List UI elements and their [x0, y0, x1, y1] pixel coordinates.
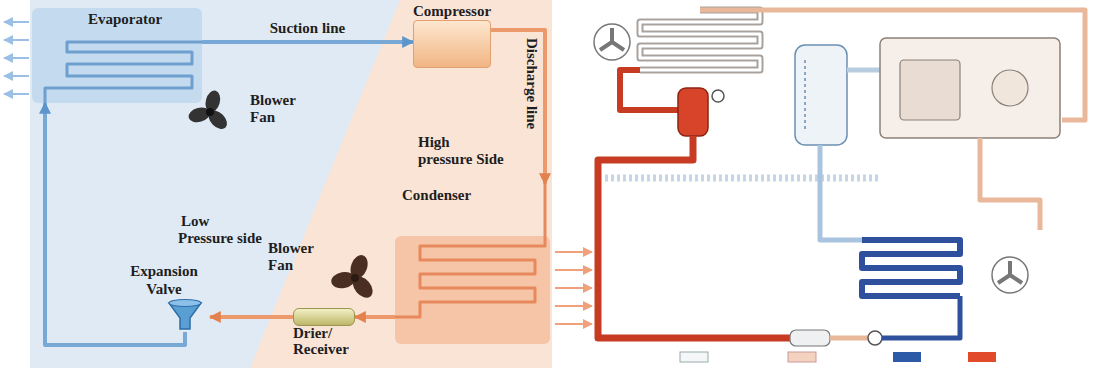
key-swatch	[893, 352, 921, 362]
compressor-drawing	[880, 38, 1060, 138]
air-arrow	[4, 75, 29, 77]
filter-drawing	[790, 330, 830, 346]
coil-tube	[45, 42, 202, 103]
part-label: High pressure Side	[418, 134, 506, 169]
part-label: Blower Fan	[250, 92, 305, 127]
air-arrow	[555, 323, 592, 325]
expansion-valve: Expansion Valve	[118, 262, 210, 332]
refrigerant-line	[45, 103, 185, 345]
air-arrow	[555, 251, 592, 253]
evaporator-coil: Evaporator	[32, 8, 202, 103]
fan-drawing	[998, 261, 1022, 283]
part-label: Low Pressure side	[178, 213, 264, 248]
evaporator-body	[32, 8, 202, 103]
accumulator-drawing	[795, 45, 847, 145]
air-arrow	[4, 39, 29, 41]
hot-air-arrows	[555, 252, 592, 324]
air-arrow	[555, 305, 592, 307]
condenser-drawing	[395, 184, 550, 344]
valve-drawing	[868, 331, 882, 345]
receiver-drawing	[678, 88, 708, 136]
node-label: Compressor	[413, 2, 491, 20]
air-arrow	[555, 269, 592, 271]
pipe-drawing	[830, 336, 868, 341]
line-label: Suction line	[270, 20, 345, 37]
suction-pipe	[847, 68, 880, 73]
condenser-coil-drawing	[862, 240, 960, 296]
evaporator-coil-drawing	[640, 10, 760, 70]
fan-drawing	[992, 257, 1028, 293]
line-label: Discharge line	[523, 38, 540, 129]
node-label: Drier/ Receiver	[293, 326, 355, 358]
air-arrow	[4, 21, 29, 23]
refrigerant-line	[210, 315, 293, 319]
fan-hub	[206, 108, 214, 116]
refrigerant-line	[202, 40, 413, 44]
accumulator-drawing	[804, 60, 806, 130]
valve-drawing	[712, 90, 724, 102]
valve-drawing	[167, 298, 203, 332]
valve-top	[169, 300, 201, 307]
cold-air-arrows	[4, 22, 29, 94]
fan-drawing	[594, 24, 630, 60]
fan-icon	[330, 253, 377, 302]
condenser-body	[395, 236, 550, 344]
key-swatch	[968, 352, 996, 362]
drier-body	[293, 308, 355, 326]
air-arrow	[4, 57, 29, 59]
compressor-body	[413, 20, 491, 68]
compressor-box: Compressor	[413, 2, 491, 68]
evaporator-coil-drawing	[640, 10, 760, 70]
low-pressure-ground	[30, 0, 552, 368]
node-label: Expansion Valve	[118, 262, 210, 298]
liquid-pipe	[598, 136, 830, 338]
key-swatch	[788, 352, 816, 362]
pipe-drawing	[820, 145, 862, 240]
high-pressure-ground	[250, 0, 552, 368]
air-arrow	[555, 287, 592, 289]
part-label: Blower Fan	[268, 240, 323, 275]
node-label: Condenser	[402, 186, 550, 204]
compressor-drawing	[992, 70, 1028, 106]
condenser-coil: Condenser	[395, 184, 550, 344]
discharge-pipe	[980, 138, 1040, 230]
refrigerant-line	[355, 315, 395, 319]
drier-receiver: Drier/ Receiver	[293, 308, 355, 358]
key-swatch	[680, 352, 708, 362]
colour-key	[680, 352, 996, 362]
fan-hub	[351, 274, 359, 282]
node-label: Evaporator	[88, 10, 202, 28]
pipe-drawing	[882, 296, 960, 338]
pipe-drawing	[605, 175, 880, 182]
system-illustration	[594, 10, 1085, 346]
fan-blade	[349, 273, 377, 302]
air-arrow	[4, 93, 29, 95]
coil-tube	[395, 184, 545, 317]
fan-drawing	[600, 28, 624, 50]
liquid-pipe	[620, 70, 678, 110]
fan-blade	[205, 107, 230, 132]
compressor-drawing	[900, 60, 960, 120]
